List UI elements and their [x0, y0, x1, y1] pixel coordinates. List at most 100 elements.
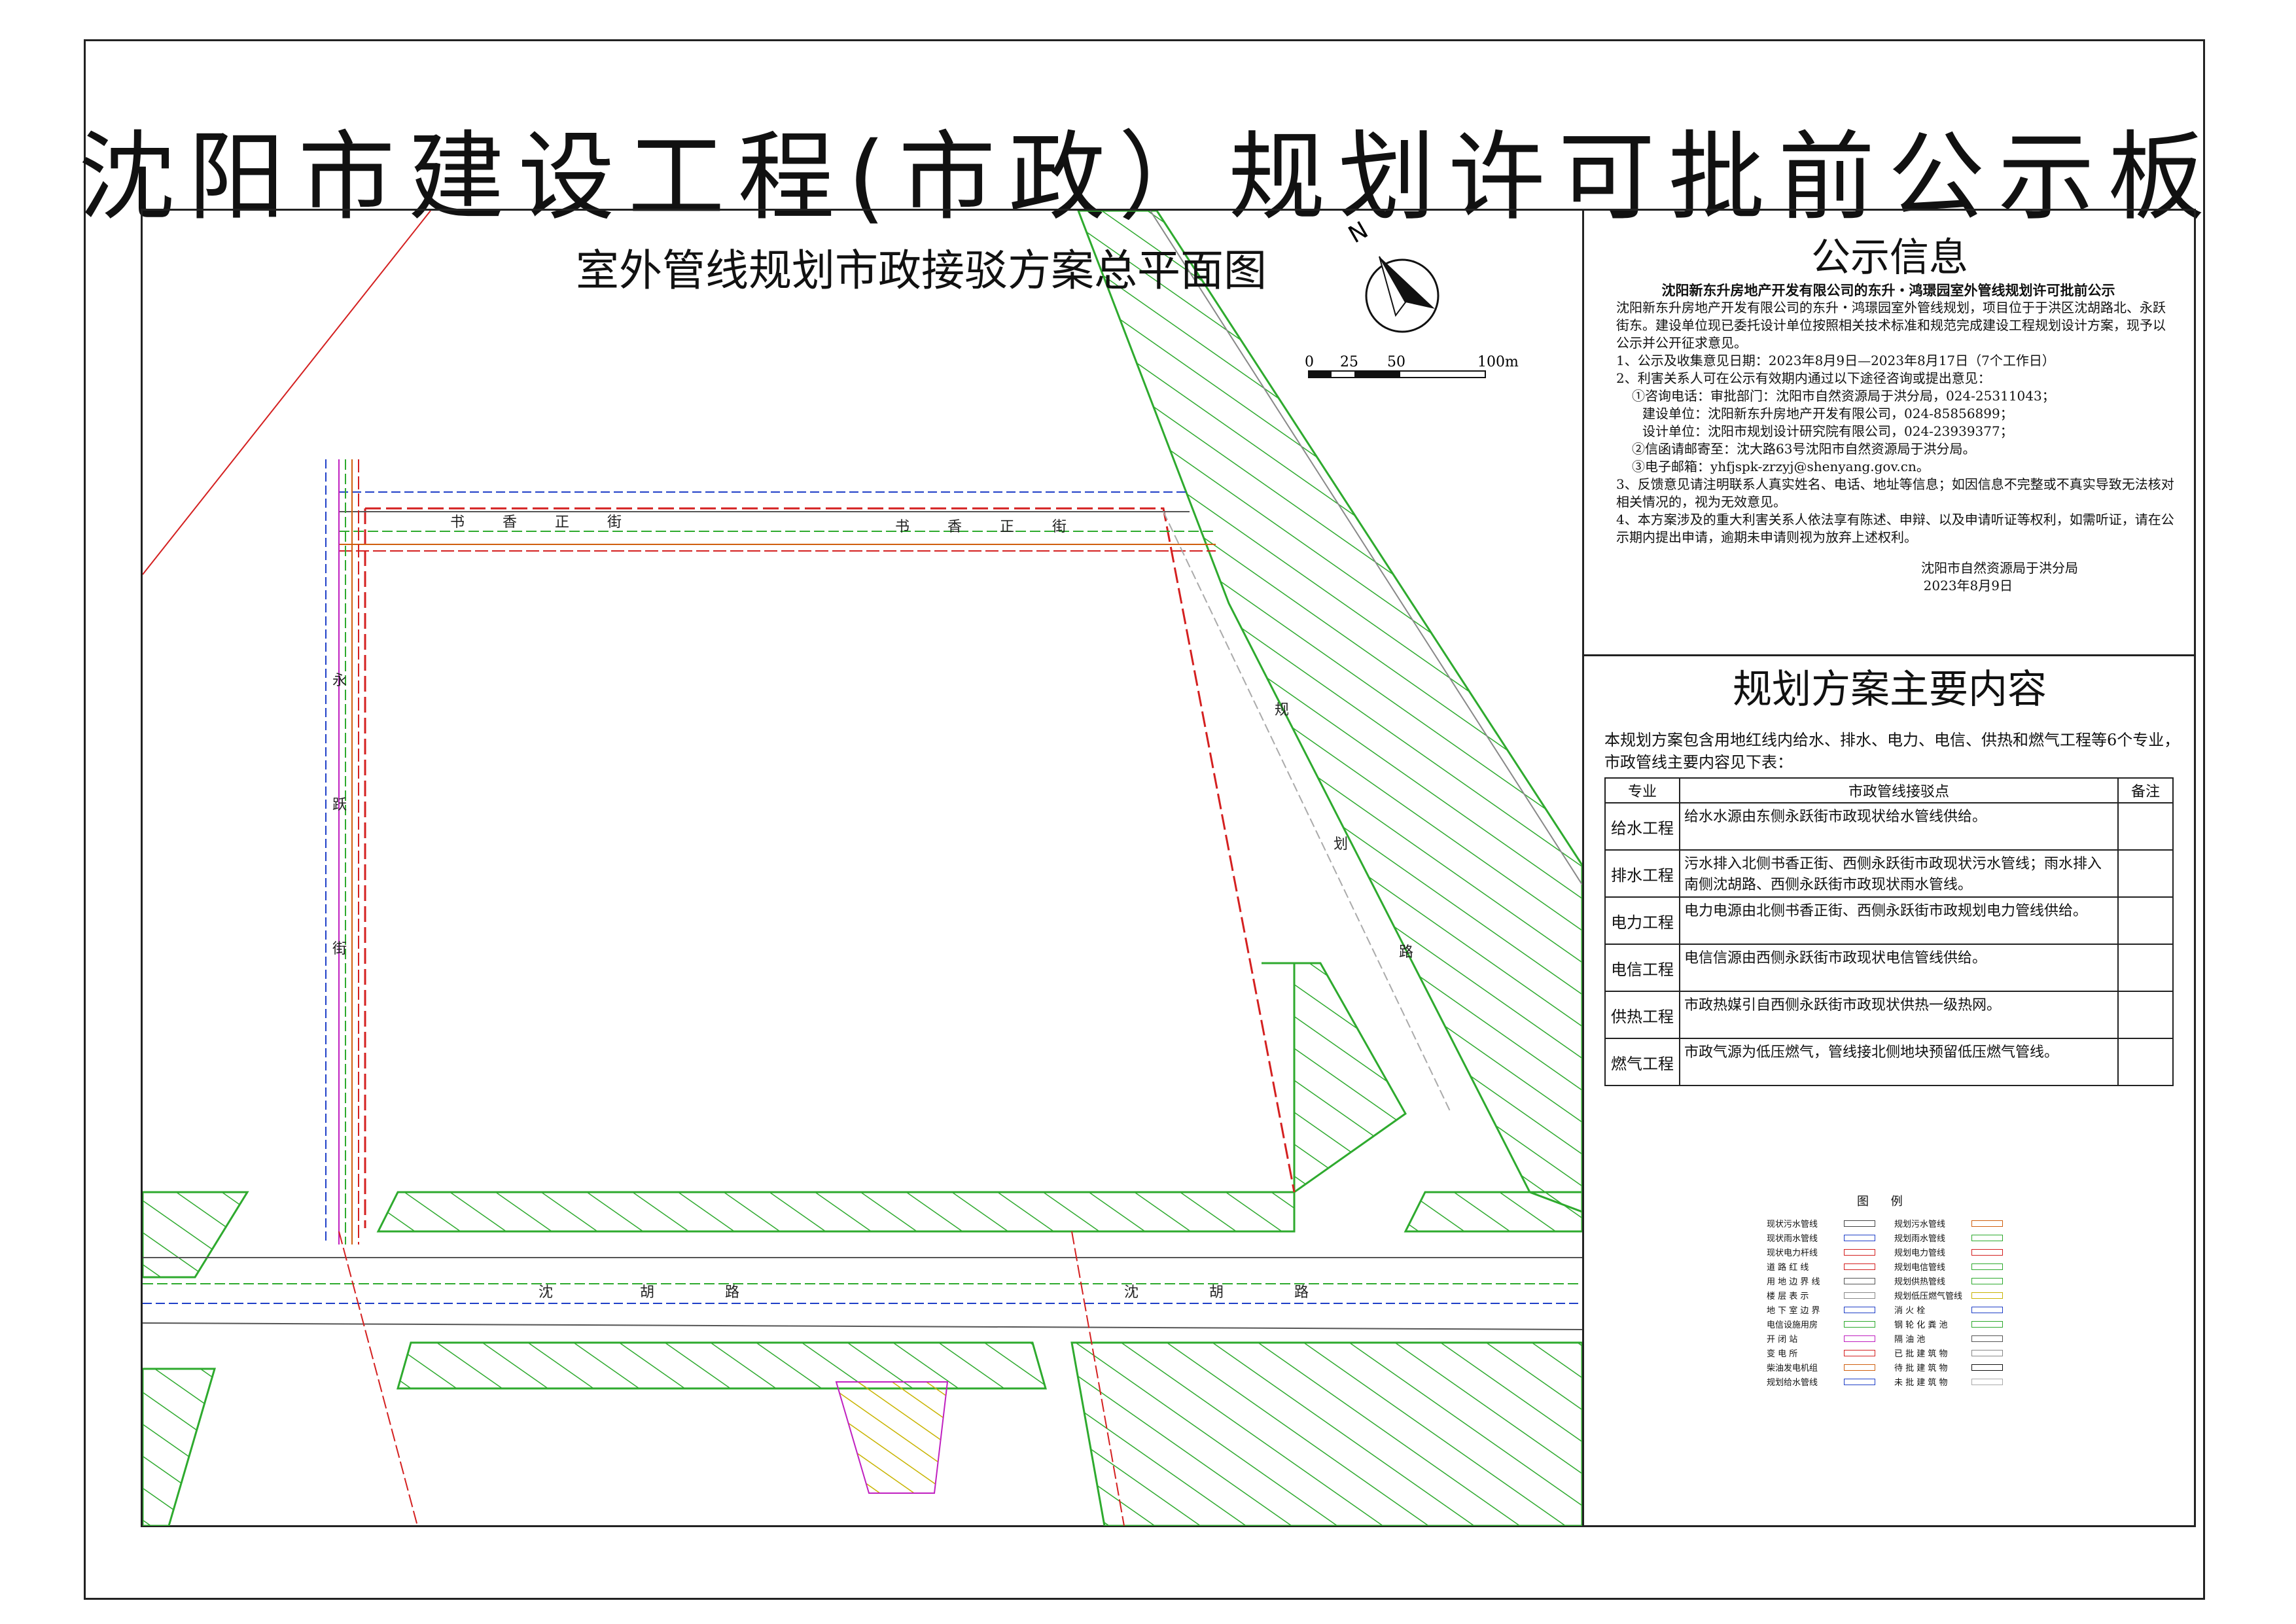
- legend-label: 消 火 栓: [1894, 1306, 1926, 1316]
- email-address: ③电子邮箱：yhfjspk-zrzyj@shenyang.gov.cn。: [1632, 459, 1930, 474]
- svg-text:路: 路: [725, 1284, 739, 1301]
- notice-item1: 1、公示及收集意见日期：2023年8月9日—2023年8月17日（7个工作日）: [1616, 353, 2055, 368]
- legend-swatch: [1844, 1364, 1875, 1371]
- legend-item: 现状污水管线: [1767, 1217, 1878, 1230]
- svg-text:胡: 胡: [1209, 1284, 1224, 1301]
- outer-frame: [84, 39, 2205, 1600]
- legend-swatch: [1971, 1292, 2003, 1299]
- street-labels: 书 香 正 街 书 香 正 街 永 跃 街 沈 胡 路 沈 胡 路 规 划 路: [332, 514, 1413, 1301]
- legend-label: 楼 层 表 示: [1767, 1292, 1809, 1301]
- svg-text:沈: 沈: [1124, 1284, 1139, 1301]
- legend-label: 未 批 建 筑 物: [1894, 1378, 1948, 1388]
- legend-swatch: [1971, 1220, 2003, 1227]
- legend-label: 用 地 边 界 线: [1767, 1277, 1820, 1287]
- table-row: 燃气工程市政气源为低压燃气，管线接北侧地块预留低压燃气管线。: [1604, 1038, 2174, 1086]
- col-specialty: 专业: [1604, 777, 1680, 803]
- mail-address: ②信函请邮寄至：沈大路63号沈阳市自然资源局于洪分局。: [1632, 441, 1976, 457]
- svg-text:街: 街: [1052, 519, 1067, 535]
- legend-label: 已 批 建 筑 物: [1894, 1349, 1948, 1359]
- notice-title: 沈阳新东升房地产开发有限公司的东升・鸿璟园室外管线规划许可批前公示: [1661, 282, 2115, 298]
- svg-text:街: 街: [332, 941, 347, 957]
- legend-item: 变 电 所: [1767, 1347, 1878, 1360]
- col-remark: 备注: [2117, 777, 2174, 803]
- svg-text:0: 0: [1305, 354, 1314, 370]
- legend-label: 现状污水管线: [1767, 1220, 1818, 1229]
- legend-label: 现状雨水管线: [1767, 1234, 1818, 1244]
- site-boundary: [143, 211, 1582, 1228]
- legend-item: 未 批 建 筑 物: [1894, 1375, 2005, 1388]
- notice-item4: 4、本方案涉及的重大利害关系人依法享有陈述、申辩、以及申请听证等权利，如需听证，…: [1616, 512, 2174, 545]
- map-title: 室外管线规划市政接驳方案总平面图: [576, 245, 1267, 296]
- pipeline-network: [143, 459, 1582, 1526]
- phone-review: ①咨询电话：审批部门：沈阳市自然资源局于洪分局，024-25311043；: [1632, 388, 2055, 404]
- panel-divider-vertical: [1582, 209, 1584, 1527]
- legend-label: 规划给水管线: [1767, 1378, 1818, 1388]
- plan-heading: 规划方案主要内容: [1733, 667, 2047, 713]
- legend-swatch: [1844, 1307, 1875, 1313]
- panel-divider-horizontal: [1582, 654, 2196, 656]
- legend-swatch: [1844, 1379, 1875, 1385]
- legend-swatch: [1971, 1350, 2003, 1356]
- legend-item: 消 火 栓: [1894, 1303, 2005, 1316]
- notice-item2: 2、利害关系人可在公示有效期内通过以下途径咨询或提出意见：: [1616, 370, 1991, 386]
- col-connection: 市政管线接驳点: [1679, 777, 2119, 803]
- svg-text:50: 50: [1387, 354, 1405, 370]
- svg-text:跃: 跃: [332, 797, 347, 813]
- legend-label: 规划低压燃气管线: [1894, 1292, 1963, 1301]
- svg-text:胡: 胡: [640, 1284, 654, 1301]
- legend-item: 地 下 室 边 界: [1767, 1303, 1878, 1316]
- north-arrow: N: [1344, 217, 1439, 333]
- legend-label: 规划雨水管线: [1894, 1234, 1946, 1244]
- legend-item: 规划供热管线: [1894, 1275, 2005, 1288]
- svg-text:路: 路: [1294, 1284, 1309, 1301]
- table-row: 电力工程电力电源由北侧书香正街、西侧永跃街市政规划电力管线供给。: [1604, 896, 2174, 945]
- svg-text:街: 街: [607, 514, 622, 531]
- svg-text:书: 书: [450, 514, 465, 531]
- legend-item: 规划低压燃气管线: [1894, 1289, 2005, 1302]
- svg-text:书: 书: [895, 519, 910, 535]
- legend-label: 柴油发电机组: [1767, 1364, 1818, 1373]
- svg-text:正: 正: [555, 514, 569, 531]
- svg-text:100m: 100m: [1477, 354, 1519, 370]
- legend-item: 钢 轮 化 粪 池: [1894, 1318, 2005, 1331]
- svg-text:规: 规: [1275, 702, 1289, 718]
- table-row: 电信工程电信信源由西侧永跃街市政现状电信管线供给。: [1604, 944, 2174, 992]
- legend-label: 电信设施用房: [1767, 1320, 1818, 1330]
- legend-item: 规划雨水管线: [1894, 1231, 2005, 1244]
- svg-text:正: 正: [1000, 519, 1014, 535]
- legend-label: 规划污水管线: [1894, 1220, 1946, 1229]
- legend-label: 开 闭 站: [1767, 1335, 1798, 1345]
- scale-bar: 0 25 50 100m: [1305, 354, 1519, 378]
- legend-label: 现状电力杆线: [1767, 1248, 1818, 1258]
- legend-label: 隔 油 池: [1894, 1335, 1926, 1345]
- legend-swatch: [1971, 1249, 2003, 1256]
- notice-item3: 3、反馈意见请注明联系人真实姓名、电话、地址等信息；如因信息不完整或不真实导致无…: [1616, 476, 2174, 510]
- table-row: 供热工程市政热媒引自西侧永跃街市政现状供热一级热网。: [1604, 991, 2174, 1039]
- svg-text:路: 路: [1399, 944, 1413, 961]
- phone-builder: 建设单位：沈阳新东升房地产开发有限公司，024-85856899；: [1642, 406, 2013, 421]
- legend-item: 楼 层 表 示: [1767, 1289, 1878, 1302]
- legend-swatch: [1971, 1335, 2003, 1342]
- notice-heading: 公示信息: [1811, 235, 1968, 281]
- svg-text:划: 划: [1333, 836, 1348, 853]
- plan-table-header: 专业 市政管线接驳点 备注: [1604, 777, 2174, 803]
- site-plan-map: 书 香 正 街 书 香 正 街 永 跃 街 沈 胡 路 沈 胡 路 规 划 路 …: [143, 211, 1582, 1526]
- phone-designer: 设计单位：沈阳市规划设计研究院有限公司，024-23939377；: [1642, 423, 2013, 439]
- hatched-green-areas: [143, 211, 1582, 1526]
- svg-text:永: 永: [332, 673, 347, 689]
- legend-label: 规划电信管线: [1894, 1263, 1946, 1273]
- svg-text:香: 香: [947, 519, 962, 535]
- legend-item: 用 地 边 界 线: [1767, 1275, 1878, 1288]
- legend-label: 规划供热管线: [1894, 1277, 1946, 1287]
- legend-swatch: [1971, 1235, 2003, 1241]
- legend-item: 规划电信管线: [1894, 1260, 2005, 1273]
- plan-intro: 本规划方案包含用地红线内给水、排水、电力、电信、供热和燃气工程等6个专业，市政管…: [1604, 731, 2180, 771]
- legend-title: 图 例: [1857, 1195, 1912, 1209]
- legend-swatch: [1844, 1278, 1875, 1284]
- legend-label: 道 路 红 线: [1767, 1263, 1809, 1273]
- legend-swatch: [1844, 1321, 1875, 1328]
- legend-item: 现状雨水管线: [1767, 1231, 1878, 1244]
- svg-text:沈: 沈: [539, 1284, 553, 1301]
- legend-item: 电信设施用房: [1767, 1318, 1878, 1331]
- legend-item: 开 闭 站: [1767, 1332, 1878, 1345]
